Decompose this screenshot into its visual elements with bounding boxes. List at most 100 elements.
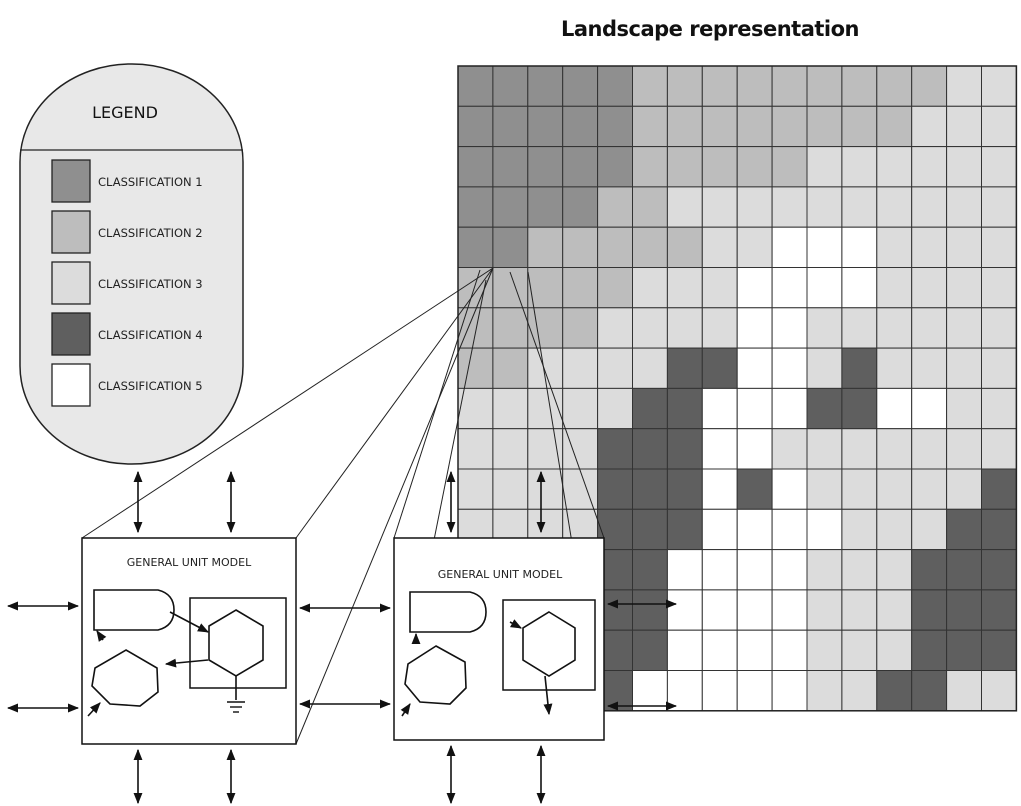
grid-cell-class-3 — [701, 267, 738, 309]
legend-swatch — [51, 210, 91, 254]
legend-label: CLASSIFICATION 3 — [98, 277, 203, 291]
grid-cell-class-4 — [981, 549, 1017, 591]
grid-cell-class-5 — [771, 589, 808, 631]
grid-cell-class-5 — [771, 226, 808, 268]
grid-cell-class-3 — [806, 589, 843, 631]
grid-cell-class-4 — [911, 549, 948, 591]
grid-cell-class-2 — [632, 65, 668, 107]
grid-cell-class-5 — [806, 508, 843, 551]
grid-cell-class-3 — [911, 508, 948, 551]
grid-cell-class-5 — [771, 670, 808, 712]
grid-cell-class-3 — [597, 347, 633, 389]
grid-cell-class-5 — [736, 629, 773, 672]
grid-cell-class-3 — [911, 226, 948, 268]
grid-cell-class-3 — [806, 549, 843, 591]
grid-cell-class-3 — [841, 146, 878, 188]
grid-cell-class-5 — [806, 267, 843, 309]
grid-cell-class-3 — [492, 428, 529, 470]
grid-cell-class-3 — [946, 387, 982, 430]
grid-cell-class-3 — [806, 347, 843, 389]
grid-cell-class-4 — [597, 428, 633, 470]
grid-cell-class-3 — [981, 670, 1017, 712]
grid-cell-class-5 — [701, 428, 738, 470]
grid-cell-class-2 — [527, 267, 564, 309]
grid-cell-class-4 — [946, 549, 982, 591]
legend-swatch — [51, 312, 91, 356]
grid-cell-class-4 — [632, 468, 668, 510]
grid-cell-class-3 — [876, 347, 913, 389]
grid-cell-class-3 — [981, 387, 1017, 430]
grid-cell-class-5 — [876, 387, 913, 430]
grid-cell-class-4 — [876, 670, 913, 712]
grid-cell-class-3 — [457, 428, 494, 470]
grid-cell-class-3 — [946, 428, 982, 470]
grid-cell-class-5 — [666, 629, 703, 672]
grid-cell-class-1 — [492, 65, 529, 107]
grid-cell-class-5 — [771, 549, 808, 591]
grid-cell-class-3 — [527, 347, 564, 389]
grid-cell-class-3 — [911, 105, 948, 148]
grid-cell-class-3 — [981, 146, 1017, 188]
grid-cell-class-5 — [736, 508, 773, 551]
diagram-title: Landscape representation — [561, 17, 859, 41]
grid-cell-class-5 — [771, 468, 808, 510]
grid-cell-class-1 — [527, 186, 564, 228]
grid-cell-class-1 — [492, 105, 529, 148]
grid-cell-class-4 — [632, 508, 668, 551]
grid-cell-class-5 — [701, 387, 738, 430]
grid-cell-class-3 — [981, 226, 1017, 268]
grid-cell-class-3 — [806, 146, 843, 188]
grid-cell-class-3 — [876, 468, 913, 510]
grid-cell-class-4 — [666, 387, 703, 430]
grid-cell-class-4 — [666, 468, 703, 510]
grid-cell-class-5 — [841, 226, 878, 268]
grid-cell-class-3 — [806, 629, 843, 672]
grid-cell-class-4 — [911, 589, 948, 631]
legend-label: CLASSIFICATION 4 — [98, 328, 203, 342]
grid-cell-class-1 — [527, 105, 564, 148]
grid-cell-class-3 — [806, 186, 843, 228]
grid-cell-class-5 — [771, 629, 808, 672]
grid-cell-class-4 — [632, 629, 668, 672]
grid-cell-class-3 — [946, 267, 982, 309]
grid-cell-class-5 — [666, 589, 703, 631]
legend-label: CLASSIFICATION 2 — [98, 226, 203, 240]
grid-cell-class-2 — [562, 226, 599, 268]
grid-cell-class-2 — [562, 267, 599, 309]
grid-cell-class-3 — [946, 105, 982, 148]
grid-cell-class-5 — [666, 549, 703, 591]
grid-cell-class-1 — [492, 186, 529, 228]
unit-title: GENERAL UNIT MODEL — [127, 556, 252, 569]
grid-cell-class-1 — [527, 146, 564, 188]
grid-cell-class-2 — [666, 105, 703, 148]
process-hexagon-shape — [522, 611, 576, 677]
grid-cell-class-3 — [911, 428, 948, 470]
grid-cell-class-3 — [806, 428, 843, 470]
grid-cell-class-2 — [632, 226, 668, 268]
grid-cell-class-4 — [911, 629, 948, 672]
grid-cell-class-3 — [457, 387, 494, 430]
grid-cell-class-3 — [946, 226, 982, 268]
legend-label: CLASSIFICATION 1 — [98, 175, 203, 189]
grid-cell-class-2 — [701, 65, 738, 107]
grid-cell-class-3 — [666, 186, 703, 228]
legend-label: CLASSIFICATION 5 — [98, 379, 203, 393]
grid-cell-class-2 — [771, 65, 808, 107]
grid-cell-class-3 — [841, 468, 878, 510]
grid-cell-class-2 — [527, 307, 564, 349]
grid-cell-class-4 — [632, 549, 668, 591]
grid-cell-class-3 — [981, 428, 1017, 470]
grid-cell-class-3 — [841, 307, 878, 349]
grid-cell-class-3 — [806, 670, 843, 712]
flow-arrows — [6, 470, 678, 805]
grid-cell-class-3 — [562, 468, 599, 510]
grid-cell-class-2 — [457, 307, 494, 349]
grid-cell-class-3 — [841, 549, 878, 591]
grid-cell-class-3 — [457, 468, 494, 510]
grid-cell-class-4 — [841, 387, 878, 430]
grid-cell-class-3 — [632, 307, 668, 349]
grid-cell-class-1 — [597, 65, 633, 107]
flow-heptagon-shape — [91, 649, 159, 707]
